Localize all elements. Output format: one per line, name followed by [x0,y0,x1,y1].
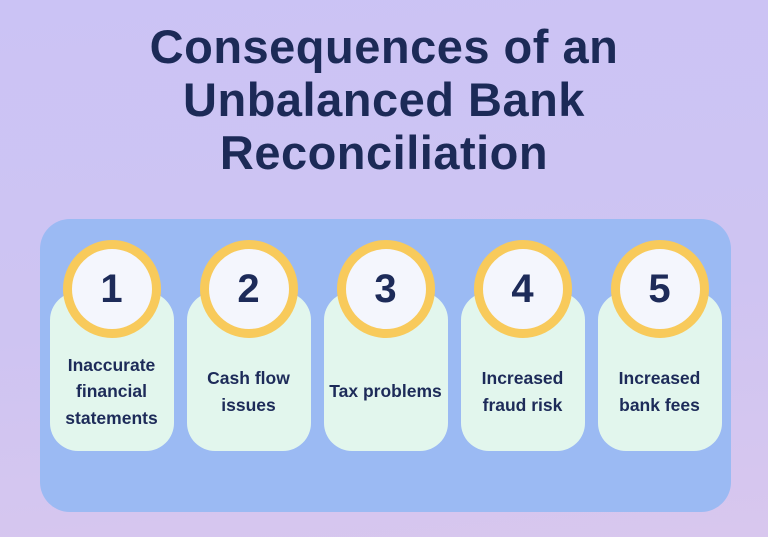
number-badge-1: 1 [62,240,161,338]
consequence-card-4: 4 Increased fraud risk [460,240,585,451]
consequences-panel: 1 Inaccurate financial statements 2 Cash… [40,219,731,512]
page-title-line-2: Unbalanced Bank [183,73,585,126]
number-badge-2: 2 [199,240,298,338]
consequence-card-5: 5 Increased bank fees [597,240,722,451]
page-title-line-1: Consequences of an [149,20,619,73]
badge-number: 5 [648,267,671,311]
badge-number: 1 [100,267,123,311]
badge-number: 2 [237,267,260,311]
consequence-card-2: 2 Cash flow issues [186,240,311,451]
card-label: Increased bank fees [618,368,701,415]
card-label: Cash flow issues [207,368,290,415]
card-label: Increased fraud risk [481,368,564,415]
badge-number: 3 [374,267,397,311]
number-badge-5: 5 [610,240,709,338]
page-title: Consequences of an Unbalanced Bank Recon… [0,20,768,179]
page-title-line-3: Reconciliation [219,126,549,179]
badge-number: 4 [511,267,534,311]
card-label: Tax problems [329,381,442,402]
consequence-card-3: 3 Tax problems [323,240,448,451]
consequence-card-1: 1 Inaccurate financial statements [49,240,174,451]
number-badge-3: 3 [336,240,435,338]
card-label: Inaccurate financial statements [65,355,158,428]
number-badge-4: 4 [473,240,572,338]
cards-row: 1 Inaccurate financial statements 2 Cash… [40,240,731,451]
